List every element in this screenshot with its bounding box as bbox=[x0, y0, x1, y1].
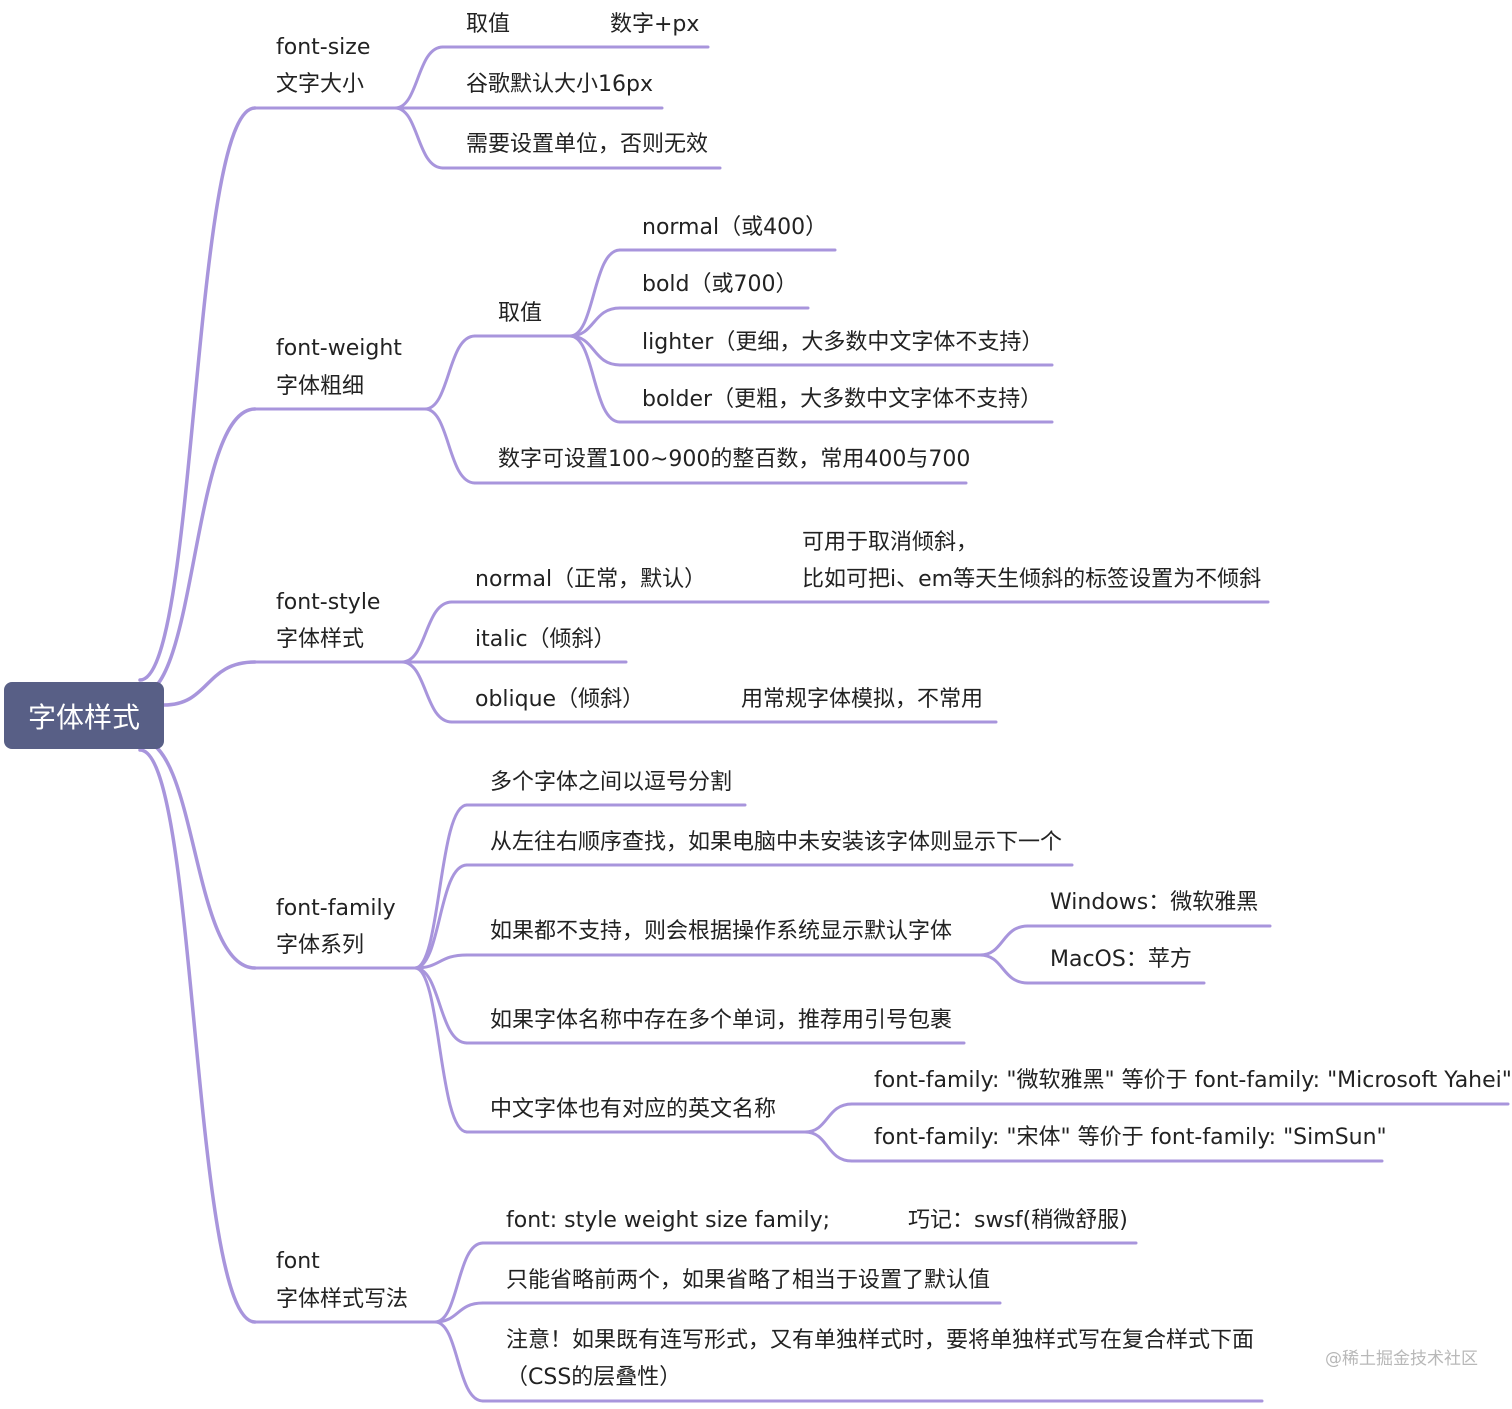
font-weight-bold-node[interactable]: bold（或700） bbox=[642, 272, 798, 297]
branch-font-size-title[interactable]: font-size bbox=[276, 35, 371, 60]
font-weight-bolder-node[interactable]: bolder（更粗，大多数中文字体不支持） bbox=[642, 387, 1043, 412]
edge-font-cascade bbox=[433, 1320, 485, 1403]
edge-weight-bolder bbox=[568, 334, 622, 424]
edge-root-font-style bbox=[162, 660, 257, 707]
font-style-normal-note-2: 比如可把i、em等天生倾斜的标签设置为不倾斜 bbox=[802, 567, 1262, 592]
branch-font-subtitle[interactable]: 字体样式写法 bbox=[276, 1287, 409, 1312]
root-label: 字体样式 bbox=[27, 700, 140, 734]
font-style-oblique-note: 用常规字体模拟，不常用 bbox=[741, 687, 984, 712]
edge-weight-number bbox=[423, 407, 477, 485]
branch-font-family-subtitle[interactable]: 字体系列 bbox=[276, 933, 365, 958]
edge-family-macos bbox=[978, 953, 1030, 985]
font-family-comma-node[interactable]: 多个字体之间以逗号分割 bbox=[490, 770, 733, 795]
branch-font-style-subtitle[interactable]: 字体样式 bbox=[276, 627, 365, 652]
font-size-default-node[interactable]: 谷歌默认大小16px bbox=[466, 72, 653, 97]
font-shorthand-node[interactable]: font: style weight size family; bbox=[506, 1208, 831, 1233]
edge-family-english bbox=[413, 966, 469, 1134]
font-size-value-label[interactable]: 取值 bbox=[466, 12, 511, 37]
edge-family-order bbox=[413, 863, 469, 970]
edge-font-shorthand bbox=[433, 1241, 485, 1324]
font-style-normal-node[interactable]: normal（正常，默认） bbox=[475, 567, 707, 592]
edge-font-omit bbox=[433, 1301, 485, 1324]
edge-family-quotes bbox=[413, 966, 469, 1045]
edge-family-simsun bbox=[803, 1130, 854, 1163]
edge-root-font-weight bbox=[138, 407, 257, 697]
branch-font-weight-subtitle[interactable]: 字体粗细 bbox=[276, 374, 365, 399]
watermark: @稀土掘金技术社区 bbox=[1325, 1349, 1478, 1369]
edge-root-font bbox=[138, 748, 257, 1324]
edge-style-normal bbox=[400, 600, 454, 664]
font-weight-number-node[interactable]: 数字可设置100~900的整百数，常用400与700 bbox=[498, 447, 971, 472]
font-family-simsun-node[interactable]: font-family: "宋体" 等价于 font-family: "SimS… bbox=[874, 1125, 1387, 1150]
edge-family-windows bbox=[978, 924, 1030, 957]
edge-family-yahei bbox=[803, 1102, 854, 1134]
branch-font-weight-title[interactable]: font-weight bbox=[276, 336, 402, 361]
font-family-macos-node[interactable]: MacOS：苹方 bbox=[1050, 947, 1192, 972]
font-family-quotes-node[interactable]: 如果字体名称中存在多个单词，推荐用引号包裹 bbox=[490, 1008, 953, 1033]
edge-root-font-size bbox=[138, 106, 257, 682]
font-cascade-note-line-2[interactable]: （CSS的层叠性） bbox=[506, 1365, 682, 1390]
font-family-english-node[interactable]: 中文字体也有对应的英文名称 bbox=[490, 1097, 777, 1122]
edge-root-font-family bbox=[138, 738, 257, 970]
font-style-oblique-node[interactable]: oblique（倾斜） bbox=[475, 687, 645, 712]
font-family-order-node[interactable]: 从左往右顺序查找，如果电脑中未安装该字体则显示下一个 bbox=[490, 830, 1063, 855]
branch-font-family-title[interactable]: font-family bbox=[276, 896, 396, 921]
font-size-value-extra: 数字+px bbox=[610, 12, 700, 37]
font-style-normal-note-1: 可用于取消倾斜， bbox=[802, 530, 979, 555]
font-omit-node[interactable]: 只能省略前两个，如果省略了相当于设置了默认值 bbox=[506, 1268, 991, 1293]
edge-size-unit bbox=[393, 106, 445, 170]
edge-weight-value bbox=[423, 334, 477, 411]
branch-font-title[interactable]: font bbox=[276, 1249, 320, 1274]
root-node[interactable]: 字体样式 bbox=[4, 682, 164, 749]
edge-style-oblique bbox=[400, 660, 454, 724]
branch-font-style-title[interactable]: font-style bbox=[276, 590, 381, 615]
font-size-unit-node[interactable]: 需要设置单位，否则无效 bbox=[466, 132, 709, 157]
font-family-yahei-node[interactable]: font-family: "微软雅黑" 等价于 font-family: "Mi… bbox=[874, 1068, 1512, 1093]
font-shorthand-tip: 巧记：swsf(稍微舒服) bbox=[908, 1208, 1128, 1233]
edge-family-fallback bbox=[413, 953, 469, 970]
font-weight-normal-node[interactable]: normal（或400） bbox=[642, 215, 828, 240]
branch-font-size-subtitle[interactable]: 文字大小 bbox=[276, 72, 365, 97]
font-cascade-note-line-1[interactable]: 注意！如果既有连写形式，又有单独样式时，要将单独样式写在复合样式下面 bbox=[506, 1328, 1255, 1353]
edge-family-comma bbox=[413, 803, 469, 970]
font-weight-lighter-node[interactable]: lighter（更细，大多数中文字体不支持） bbox=[642, 330, 1044, 355]
font-family-fallback-node[interactable]: 如果都不支持，则会根据操作系统显示默认字体 bbox=[490, 919, 953, 944]
font-family-windows-node[interactable]: Windows：微软雅黑 bbox=[1050, 890, 1259, 915]
edge-size-value bbox=[393, 45, 445, 110]
font-weight-value-node[interactable]: 取值 bbox=[498, 301, 543, 326]
font-style-italic-node[interactable]: italic（倾斜） bbox=[475, 627, 616, 652]
edge-weight-normal bbox=[568, 248, 622, 338]
